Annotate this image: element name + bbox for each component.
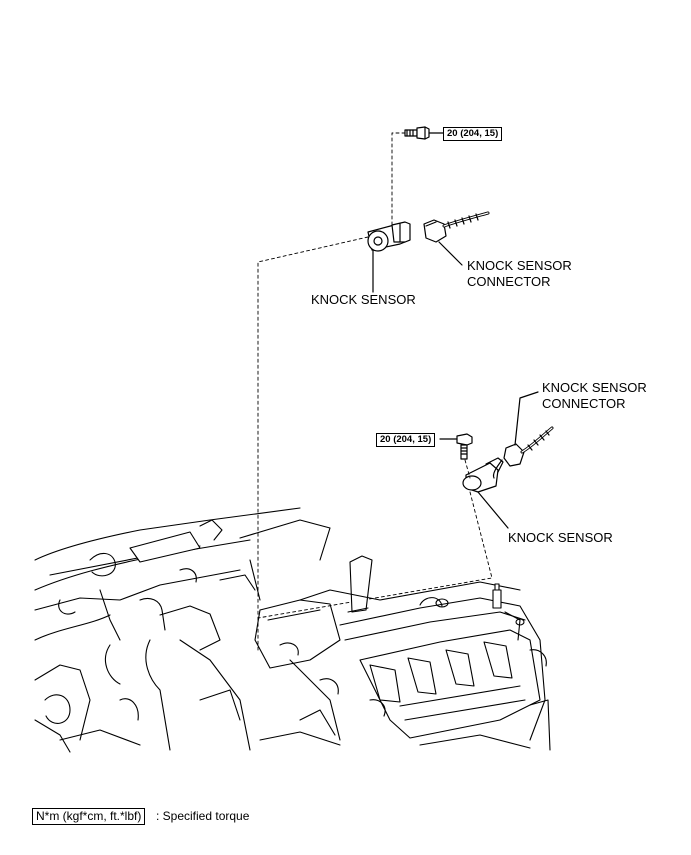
upper-connector-label-line1: KNOCK SENSOR — [467, 258, 572, 273]
lower-connector-label-line1: KNOCK SENSOR — [542, 380, 647, 395]
upper-knock-sensor-label: KNOCK SENSOR — [311, 292, 416, 307]
lower-connector-label-line2: CONNECTOR — [542, 396, 626, 411]
upper-bolt — [404, 126, 444, 140]
lower-knock-sensor-label: KNOCK SENSOR — [508, 530, 613, 545]
torque-legend-text: : Specified torque — [156, 809, 250, 823]
upper-torque-spec: 20 (204, 15) — [443, 127, 503, 141]
lower-knock-sensor — [462, 457, 509, 529]
engine-block — [34, 507, 551, 753]
lower-connector — [492, 391, 554, 479]
upper-knock-sensor — [367, 221, 411, 293]
lower-bolt — [439, 433, 473, 460]
alignment-lines — [257, 132, 493, 651]
torque-legend-box: N*m (kgf*cm, ft.*lbf) — [32, 808, 146, 825]
upper-connector — [423, 211, 490, 266]
upper-connector-label-line2: CONNECTOR — [467, 274, 551, 289]
lower-torque-spec: 20 (204, 15) — [376, 433, 436, 447]
